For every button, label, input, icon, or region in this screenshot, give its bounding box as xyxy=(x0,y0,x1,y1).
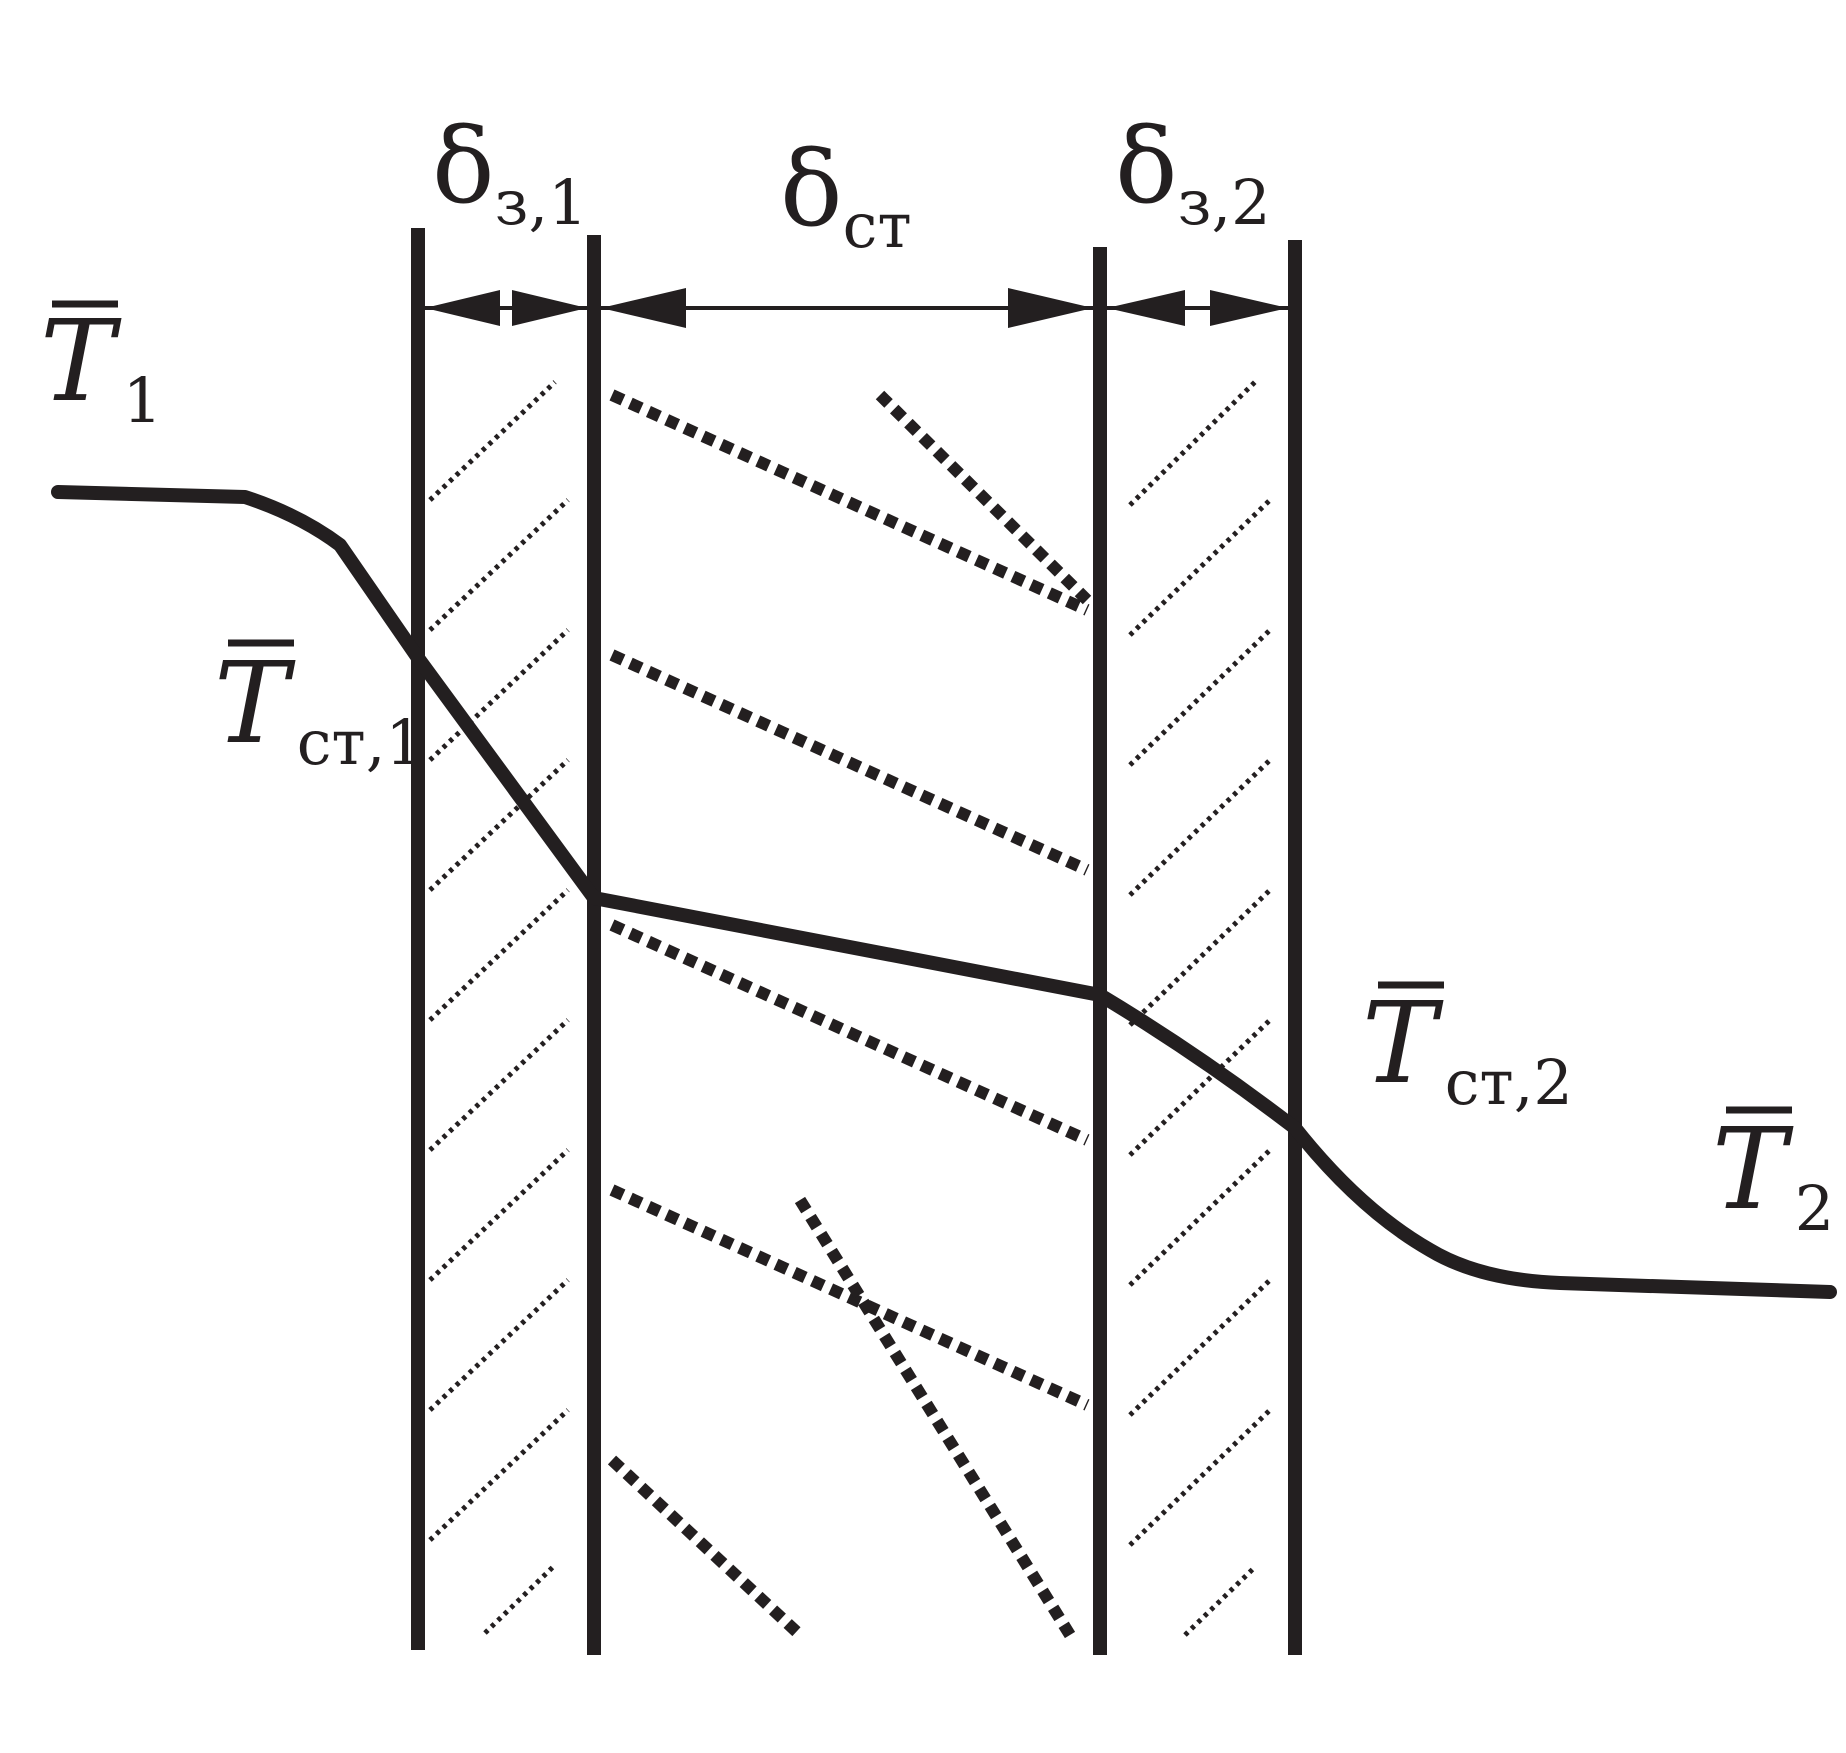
label-t-wall-2-subscript: ст,2 xyxy=(1445,1046,1573,1119)
dimension-arrow-deposit-2 xyxy=(1107,290,1288,326)
svg-text:Tст,2: Tст,2 xyxy=(1362,979,1573,1119)
svg-text:δз,2: δз,2 xyxy=(1115,105,1271,239)
svg-text:Tст,1: Tст,1 xyxy=(214,639,425,779)
label-t2-symbol: T xyxy=(1712,1105,1794,1235)
label-t-wall-2-symbol: T xyxy=(1362,979,1444,1109)
deposit-layer-1-hatching xyxy=(428,380,570,1635)
wall-hatching xyxy=(607,389,1092,1640)
label-delta-z2-symbol: δ xyxy=(1115,105,1178,227)
temperature-profile-curve xyxy=(51,485,1837,1299)
deposit-layer-2-hatching xyxy=(1128,380,1272,1637)
label-delta-z2-subscript: з,2 xyxy=(1178,166,1271,239)
label-delta-z2: δз,2 xyxy=(1115,105,1271,239)
label-t1-subscript: 1 xyxy=(123,364,162,437)
label-t-wall-1-subscript: ст,1 xyxy=(297,706,425,779)
label-delta-z1: δз,1 xyxy=(432,105,588,239)
label-t2-subscript: 2 xyxy=(1795,1172,1834,1245)
label-t1-symbol: T xyxy=(40,297,122,427)
label-delta-z1-symbol: δ xyxy=(432,105,495,227)
label-delta-wall-subscript: ст xyxy=(843,189,912,262)
label-t-wall-1-symbol: T xyxy=(214,639,296,769)
label-delta-z1-subscript: з,1 xyxy=(495,166,588,239)
dimension-arrow-deposit-1 xyxy=(425,290,587,326)
svg-text:δз,1: δз,1 xyxy=(432,105,588,239)
label-delta-wall: δст xyxy=(780,128,912,262)
svg-text:T2: T2 xyxy=(1712,1105,1834,1245)
dimension-arrow-wall xyxy=(601,288,1093,328)
label-delta-wall-symbol: δ xyxy=(780,128,843,250)
svg-text:T1: T1 xyxy=(40,297,162,437)
svg-text:δст: δст xyxy=(780,128,912,262)
